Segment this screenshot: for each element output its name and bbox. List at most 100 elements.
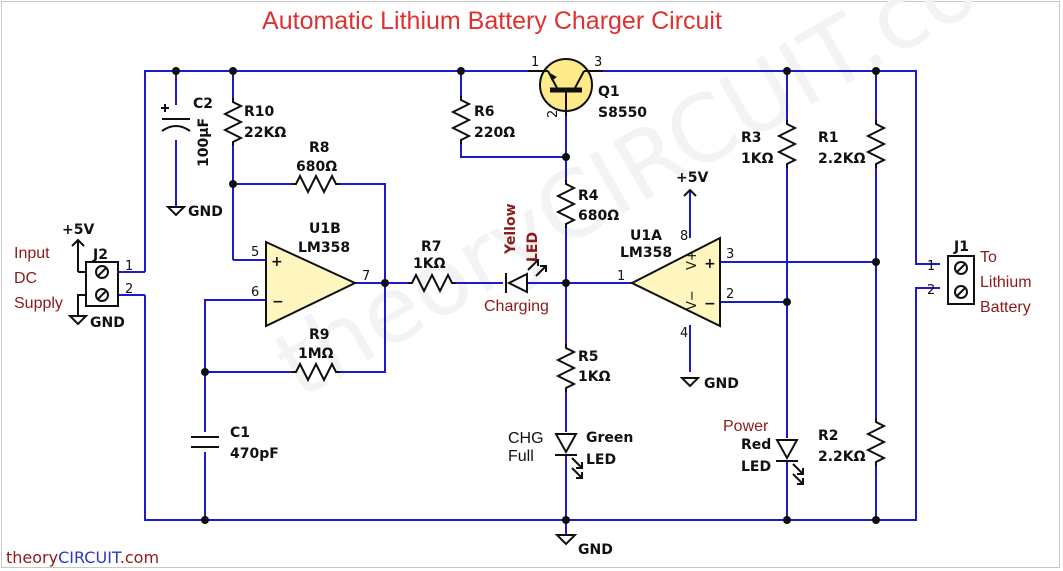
q1-pin2: 2 — [546, 110, 561, 118]
j2-pin1: 1 — [125, 259, 133, 274]
j1-connector — [947, 255, 975, 305]
main-ground-icon — [554, 534, 578, 546]
u1a-pin2: 2 — [726, 287, 734, 302]
input-label-line1: Input — [14, 245, 50, 262]
q1-pin1: 1 — [531, 55, 539, 70]
j2-pin2: 2 — [125, 282, 133, 297]
output-label-line3: Battery — [980, 299, 1031, 316]
u1a-vplus-pin-label: V+ — [685, 250, 700, 270]
j2-ground-icon — [67, 294, 89, 326]
c2-ground-icon — [165, 206, 187, 217]
green-led-label1: Green — [586, 430, 633, 446]
r7-value: 1KΩ — [413, 256, 446, 272]
r6-value: 220Ω — [474, 125, 515, 141]
u1a-value: LM358 — [620, 245, 672, 261]
r10-resistor — [222, 98, 244, 146]
c2-gnd-label: GND — [188, 204, 223, 220]
output-label-line2: Lithium — [980, 274, 1032, 291]
u1b-opamp — [265, 240, 358, 328]
red-led-label2: LED — [741, 459, 771, 475]
green-led-label2: LED — [586, 452, 616, 468]
red-led — [775, 439, 804, 485]
c1-ref: C1 — [230, 425, 250, 441]
r5-value: 1KΩ — [578, 369, 611, 385]
c1-capacitor — [191, 436, 219, 448]
r2-value: 2.2KΩ — [818, 449, 866, 465]
u1a-minus-sign: − — [704, 296, 716, 312]
main-gnd-label: GND — [578, 542, 613, 558]
c2-ref: C2 — [193, 96, 213, 112]
r4-value: 680Ω — [578, 208, 619, 224]
r6-ref: R6 — [474, 104, 495, 120]
u1a-ref: U1A — [630, 228, 662, 244]
c2-value: 100µF — [196, 118, 212, 167]
charging-note: Charging — [484, 298, 549, 315]
footer-watermark: theoryCIRCUIT.com — [6, 548, 159, 567]
r1-value: 2.2KΩ — [818, 151, 866, 167]
c1-value: 470pF — [230, 446, 279, 462]
u1b-minus-sign: − — [272, 294, 284, 310]
r4-resistor — [555, 180, 577, 228]
u1a-vplus-arrow-icon — [683, 188, 697, 197]
r9-resistor — [292, 361, 340, 383]
r8-resistor — [292, 173, 340, 195]
u1a-vplus-label: +5V — [676, 170, 708, 186]
yellow-led-label1: Yellow — [503, 203, 519, 255]
j2-connector — [85, 261, 119, 307]
u1b-plus-sign: + — [271, 254, 283, 270]
r9-value: 1MΩ — [298, 346, 334, 362]
j2-vplus-arrow-icon — [71, 238, 86, 273]
u1a-pin4: 4 — [680, 326, 688, 341]
r1-resistor — [865, 120, 887, 168]
input-label-line2: DC — [14, 270, 37, 287]
diagram-title: Automatic Lithium Battery Charger Circui… — [262, 7, 722, 35]
yellow-led — [505, 259, 547, 294]
full-note: Full — [508, 448, 534, 465]
r2-ref: R2 — [818, 428, 839, 444]
footer-part2: CIRCUIT — [58, 548, 122, 567]
u1a-pin3: 3 — [726, 247, 734, 262]
r3-resistor — [776, 120, 798, 168]
power-note: Power — [723, 418, 769, 435]
j2-ref: J2 — [92, 247, 108, 263]
r7-resistor — [408, 272, 456, 294]
u1b-pin7: 7 — [362, 269, 370, 284]
background-watermark: theoryCIRCUIT.com — [258, 0, 1063, 419]
green-led — [554, 433, 583, 479]
q1-pin3: 3 — [594, 55, 602, 70]
red-led-label1: Red — [741, 437, 771, 453]
u1b-value: LM358 — [298, 240, 350, 256]
u1a-vminus-pin-label: V− — [685, 290, 700, 310]
r6-resistor — [450, 96, 472, 144]
chg-note: CHG — [508, 430, 544, 447]
r9-ref: R9 — [309, 327, 330, 343]
r4-ref: R4 — [578, 188, 599, 204]
r7-ref: R7 — [421, 239, 442, 255]
u1b-pin6: 6 — [251, 285, 259, 300]
r3-value: 1KΩ — [741, 151, 774, 167]
r3-ref: R3 — [741, 130, 762, 146]
u1a-pin1: 1 — [617, 269, 625, 284]
q1-ref: Q1 — [598, 84, 620, 100]
r2-resistor — [865, 418, 887, 466]
r10-ref: R10 — [244, 104, 275, 120]
q1-value: S8550 — [598, 105, 647, 121]
r8-value: 680Ω — [296, 159, 337, 175]
j1-pin1: 1 — [927, 259, 935, 274]
r5-resistor — [555, 344, 577, 392]
yellow-led-label2: LED — [525, 232, 541, 262]
r10-value: 22KΩ — [244, 125, 286, 141]
u1b-pin5: 5 — [251, 245, 259, 260]
j2-gnd-label: GND — [90, 315, 125, 331]
footer-part3: .com — [120, 548, 159, 567]
u1a-plus-sign: + — [704, 256, 716, 272]
u1a-opamp — [629, 236, 721, 328]
u1b-ref: U1B — [309, 221, 341, 237]
r1-ref: R1 — [818, 130, 839, 146]
footer-part1: theory — [6, 548, 58, 567]
output-label-line1: To — [980, 249, 997, 266]
j1-pin2: 2 — [927, 283, 935, 298]
u1a-ground-icon — [679, 377, 701, 388]
